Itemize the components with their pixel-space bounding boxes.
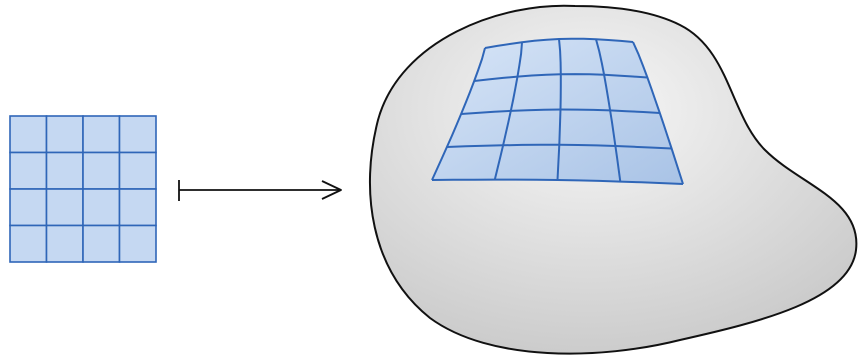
curved-grid-column-line (493, 42, 523, 180)
flat-grid-cell (118, 224, 157, 263)
flat-grid-cell (45, 188, 84, 227)
flat-grid-cell (9, 151, 48, 190)
curved-grid-column-line (632, 41, 684, 185)
flat-grid-cell (9, 115, 48, 154)
flat-grid-cell (82, 115, 121, 154)
flat-grid-cell (82, 188, 121, 227)
flat-grid-cell (82, 224, 121, 263)
flat-grid-cell (9, 224, 48, 263)
curved-grid-column-line (556, 38, 562, 181)
maps-to-arrow (178, 180, 342, 201)
flat-grid-cell (118, 115, 157, 154)
curved-grid-column-line (595, 39, 622, 182)
flat-grid-cell (45, 224, 84, 263)
flat-grid-cell (45, 151, 84, 190)
flat-grid-cell (9, 188, 48, 227)
flat-grid-cell (118, 188, 157, 227)
arrow-head (321, 180, 342, 200)
flat-grid-cell (118, 151, 157, 190)
flat-grid (9, 115, 157, 263)
curved-grid-patch (431, 37, 684, 185)
curved-grid-column-line (431, 47, 486, 181)
flat-grid-cell (82, 151, 121, 190)
flat-grid-cell (45, 115, 84, 154)
